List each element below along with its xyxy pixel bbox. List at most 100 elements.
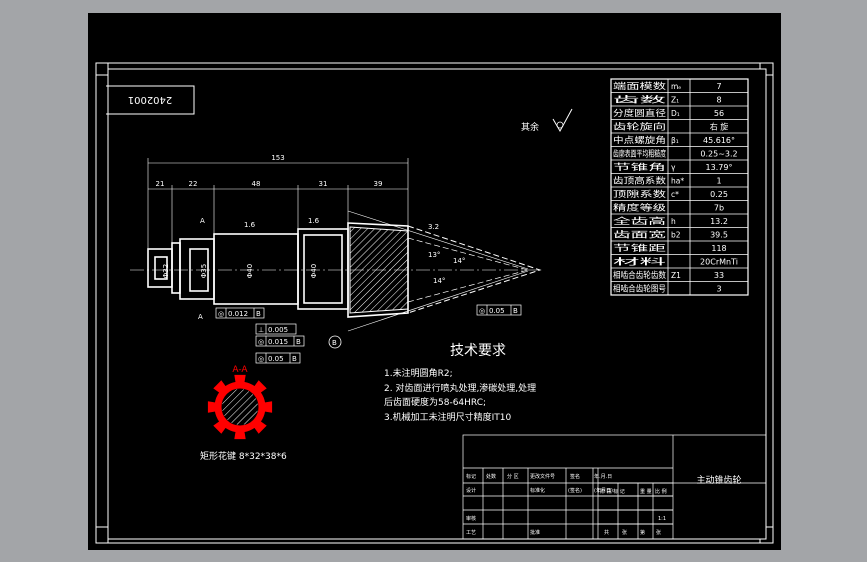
param-value: 8 bbox=[716, 96, 721, 105]
param-row: 相啮合齿轮齿数 Z1 33 bbox=[613, 270, 724, 281]
dia-3: Φ40 bbox=[246, 264, 254, 278]
tech-req-line-2: 2. 对齿面进行喷丸处理,渗碳处理,处理 bbox=[384, 382, 536, 394]
roughness-3: 3.2 bbox=[428, 223, 439, 231]
datum-circle bbox=[328, 335, 342, 349]
svg-text:张: 张 bbox=[656, 529, 661, 536]
param-row: 端面模数 mₑ 7 bbox=[613, 81, 722, 92]
param-value: 56 bbox=[714, 109, 724, 118]
part-name: 主动锥齿轮 bbox=[696, 474, 741, 486]
param-name: 相啮合齿轮齿数 bbox=[613, 270, 666, 281]
section-label: A-A bbox=[232, 365, 248, 375]
param-value: 20CrMnTi bbox=[700, 258, 738, 267]
param-name: 齿轮旋向 bbox=[613, 122, 666, 133]
dim-3: 48 bbox=[252, 180, 261, 188]
title-block bbox=[462, 434, 767, 540]
svg-text:共: 共 bbox=[604, 529, 609, 536]
shaft-outline bbox=[147, 222, 409, 318]
svg-text:标准化: 标准化 bbox=[530, 487, 545, 494]
angle-3: 14° bbox=[433, 277, 445, 285]
param-value: 7 bbox=[716, 82, 721, 91]
param-name: 节锥角 bbox=[613, 162, 666, 173]
svg-text:比 例: 比 例 bbox=[655, 488, 667, 495]
param-name: 分度圆直径 bbox=[613, 108, 667, 119]
param-value: 39.5 bbox=[710, 231, 728, 240]
dia-4: Φ40 bbox=[310, 264, 318, 278]
svg-text:◎: ◎ bbox=[218, 310, 224, 318]
param-name: 精度等级 bbox=[613, 203, 667, 214]
outer-border bbox=[95, 62, 774, 544]
param-symbol: Z1 bbox=[671, 271, 681, 280]
param-name: 相啮合齿轮图号 bbox=[613, 284, 666, 295]
tech-req-line-1: 1.未注明圆角R2; bbox=[384, 367, 453, 379]
drawing-sheet: 2402001 其余 153 bbox=[88, 13, 781, 550]
param-value: 45.616° bbox=[703, 136, 735, 145]
param-value: 1 bbox=[716, 177, 721, 186]
tech-req-title: 技术要求 bbox=[450, 343, 506, 359]
param-value: 33 bbox=[714, 271, 724, 280]
svg-text:◎: ◎ bbox=[258, 338, 264, 346]
param-name: 节锥距 bbox=[613, 243, 667, 254]
svg-text:处数: 处数 bbox=[486, 473, 496, 480]
param-value: 13.79° bbox=[706, 163, 733, 172]
svg-text:◎: ◎ bbox=[479, 307, 485, 315]
dim-2: 22 bbox=[189, 180, 198, 188]
surface-finish-note: 其余 bbox=[521, 121, 539, 133]
svg-text:(签名): (签名) bbox=[568, 487, 582, 494]
spline-hatch bbox=[222, 389, 258, 425]
param-name: 端面模数 bbox=[613, 81, 667, 92]
drawing-number-box: 2402001 bbox=[106, 85, 195, 115]
svg-text:更改文件号: 更改文件号 bbox=[530, 473, 555, 480]
svg-text:审核: 审核 bbox=[466, 515, 476, 522]
svg-text:⊥: ⊥ bbox=[258, 326, 264, 334]
param-value: 118 bbox=[711, 244, 726, 253]
section-mark-top: A bbox=[200, 217, 205, 225]
param-name: 中点螺旋角 bbox=[613, 135, 666, 146]
dia-2: Φ35 bbox=[200, 264, 208, 278]
param-symbol: β₁ bbox=[671, 136, 679, 145]
dia-1: Φ32 bbox=[162, 264, 170, 278]
svg-text:0.012: 0.012 bbox=[228, 310, 248, 318]
param-symbol: Z₁ bbox=[671, 96, 679, 105]
svg-text:B: B bbox=[296, 338, 301, 346]
tolerance-frame: ⊥ 0.005 bbox=[255, 323, 297, 335]
gear-cone bbox=[347, 210, 542, 332]
svg-text:◎: ◎ bbox=[258, 355, 264, 363]
drawing-canvas: 2402001 其余 153 bbox=[95, 62, 774, 544]
param-symbol: mₑ bbox=[671, 82, 681, 91]
param-symbol: D₁ bbox=[671, 109, 680, 118]
param-symbol: ha* bbox=[671, 177, 684, 186]
param-name: 齿廓表面平均粗糙度 bbox=[613, 149, 666, 160]
dimension-lines bbox=[147, 158, 409, 249]
section-mark-bottom: A bbox=[198, 313, 203, 321]
svg-text:0.015: 0.015 bbox=[268, 338, 288, 346]
param-value: 0.25~3.2 bbox=[700, 150, 737, 159]
param-row: 分度圆直径 D₁ 56 bbox=[613, 108, 724, 119]
svg-text:分 区: 分 区 bbox=[507, 473, 519, 480]
svg-text:工艺: 工艺 bbox=[466, 530, 476, 536]
param-row: 相啮合齿轮图号 3 bbox=[613, 284, 722, 295]
svg-text:0.005: 0.005 bbox=[268, 326, 288, 334]
param-value: 13.2 bbox=[710, 217, 728, 226]
param-row: 中点螺旋角 β₁ 45.616° bbox=[613, 135, 735, 146]
svg-text:批准: 批准 bbox=[530, 529, 540, 536]
svg-text:张: 张 bbox=[622, 529, 627, 536]
param-symbol: c* bbox=[671, 190, 679, 199]
param-value: 3 bbox=[716, 285, 721, 294]
dim-5: 39 bbox=[374, 180, 383, 188]
roughness-1: 1.6 bbox=[244, 221, 256, 229]
param-symbol: γ bbox=[671, 163, 676, 172]
param-name: 顶隙系数 bbox=[613, 189, 667, 200]
spline-label: 矩形花键 8*32*38*6 bbox=[200, 450, 287, 462]
param-row: 节锥角 γ 13.79° bbox=[613, 162, 732, 173]
param-row: 节锥距 118 bbox=[613, 243, 727, 254]
svg-text:阶 段 标 记: 阶 段 标 记 bbox=[600, 488, 625, 495]
